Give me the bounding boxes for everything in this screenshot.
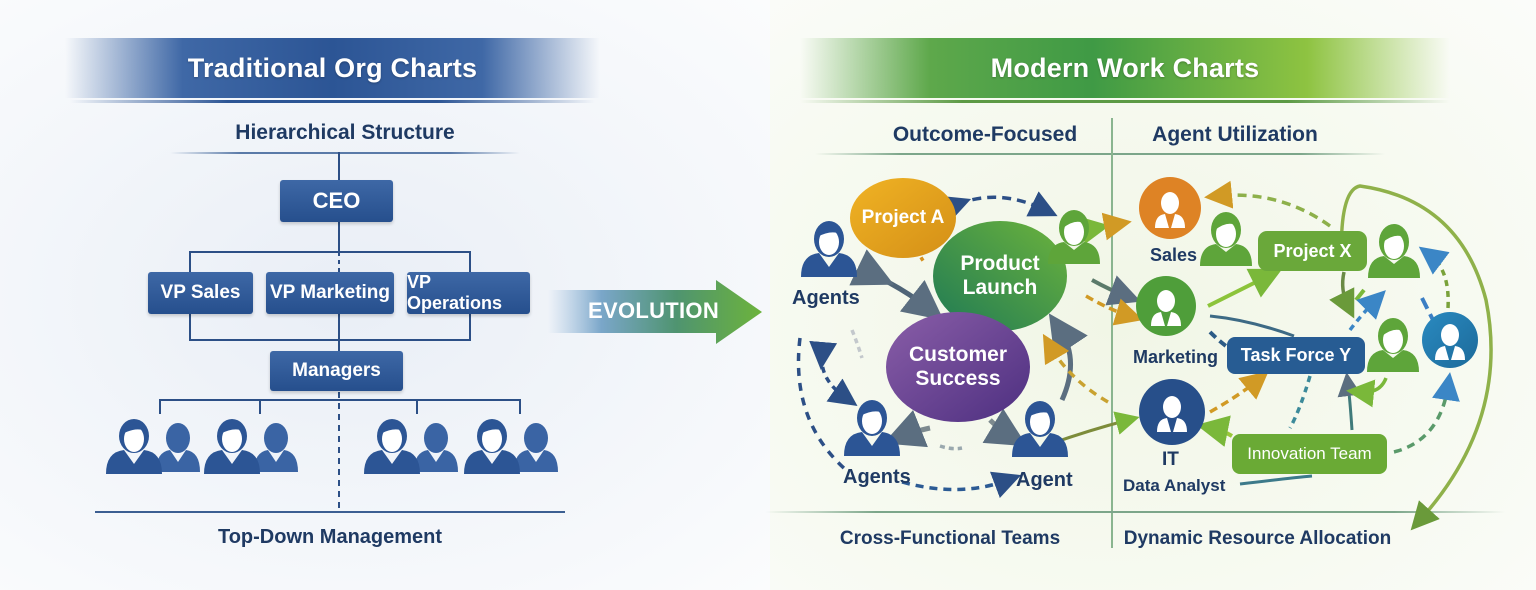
arrow-mid-dash bbox=[939, 444, 963, 451]
modern-bottom-divider bbox=[765, 511, 1505, 513]
arrow-blue-to-green bbox=[1418, 246, 1450, 309]
dash-marketing-taskforce bbox=[1208, 330, 1228, 348]
vp-marketing-node[interactable]: VP Marketing bbox=[266, 272, 394, 314]
task-force-y-box bbox=[1227, 337, 1365, 374]
customer-success-bubble bbox=[886, 312, 1030, 422]
ceo-node[interactable]: CEO bbox=[280, 180, 393, 222]
arrow-big-loop bbox=[1339, 184, 1493, 531]
vp-operations-label: VP Operations bbox=[407, 272, 503, 313]
modern-banner-underline bbox=[800, 100, 1450, 103]
modern-vertical-divider bbox=[1111, 118, 1113, 548]
modern-work-charts-banner: Modern Work Charts bbox=[800, 38, 1450, 98]
product-launch-line2: Launch bbox=[962, 276, 1038, 299]
vp-sales-node[interactable]: VP Sales bbox=[148, 272, 253, 314]
arrow-agents-customer bbox=[849, 249, 944, 321]
hierarchical-divider bbox=[170, 152, 520, 154]
outcome-focused-heading: Outcome-Focused bbox=[892, 123, 1078, 146]
ceo-label: CEO bbox=[312, 188, 361, 213]
marketing-label: Marketing bbox=[1133, 347, 1219, 367]
managers-node[interactable]: Managers bbox=[270, 351, 403, 391]
line-analyst-innovation bbox=[1239, 474, 1313, 486]
vp-marketing-label: VP Marketing bbox=[269, 282, 391, 303]
dash-taskforce-innovation bbox=[1288, 375, 1312, 429]
project-x-label[interactable]: Project X bbox=[1273, 240, 1352, 261]
modern-top-divider bbox=[815, 153, 1385, 155]
innovation-team-label[interactable]: Innovation Team bbox=[1247, 444, 1372, 464]
agent-person-icon bbox=[1012, 401, 1068, 457]
agent-utilization-heading: Agent Utilization bbox=[1152, 123, 1318, 146]
arrow-marketing-projectx bbox=[1207, 268, 1283, 308]
arrow-cs-agents bbox=[883, 410, 931, 448]
arrow-innovation-blue bbox=[1393, 372, 1460, 454]
agent-label: Agent bbox=[1016, 469, 1073, 491]
arrow-innovation-taskforce bbox=[1337, 372, 1362, 431]
evolution-label: EVOLUTION bbox=[588, 298, 720, 323]
arrow-launch-gold bbox=[1085, 294, 1144, 326]
project-x-box bbox=[1258, 231, 1367, 271]
projectx-green-person-icon bbox=[1368, 224, 1420, 278]
customer-success-line2: Success bbox=[915, 367, 1001, 390]
sales-green-person-icon bbox=[1200, 212, 1252, 266]
data-analyst-label: Data Analyst bbox=[1123, 476, 1226, 495]
arrow-agent-sales bbox=[1079, 212, 1132, 245]
sales-label: Sales bbox=[1150, 245, 1198, 265]
connector-vp-bottom bbox=[189, 314, 471, 341]
traditional-banner-underline bbox=[70, 100, 595, 103]
traditional-org-charts-banner: Traditional Org Charts bbox=[65, 38, 600, 98]
connector-vp-row bbox=[189, 251, 471, 272]
vp-sales-label: VP Sales bbox=[160, 282, 241, 303]
it-label: IT bbox=[1162, 449, 1179, 470]
agents-bottom-person-icon bbox=[844, 400, 900, 456]
managers-label: Managers bbox=[292, 360, 381, 381]
taskforce-green-person-icon bbox=[1367, 318, 1419, 372]
agents-top-label: Agents bbox=[792, 287, 860, 309]
agents-bottom-label: Agents bbox=[843, 466, 911, 488]
arrow-left-loop bbox=[796, 337, 848, 472]
connector-teams bbox=[159, 399, 521, 414]
traditional-banner-title: Traditional Org Charts bbox=[187, 52, 478, 83]
vp-operations-node[interactable]: VP Operations bbox=[407, 272, 530, 314]
top-down-management-label: Top-Down Management bbox=[217, 526, 443, 548]
arrow-agents-agents bbox=[809, 340, 858, 406]
project-a-bubble bbox=[850, 178, 956, 258]
hierarchical-structure-heading: Hierarchical Structure bbox=[235, 121, 455, 144]
innovation-team-box bbox=[1232, 434, 1387, 474]
arrow-agents-agent bbox=[901, 471, 1022, 499]
arrow-cs-agent bbox=[982, 408, 1028, 447]
product-launch-line1: Product bbox=[960, 251, 1040, 275]
arrow-it-taskforce bbox=[1209, 371, 1269, 414]
task-force-y-label[interactable]: Task Force Y bbox=[1240, 345, 1352, 366]
customer-success-label[interactable]: Customer Success bbox=[886, 337, 1030, 397]
cross-functional-teams-label: Cross-Functional Teams bbox=[839, 528, 1061, 549]
agents-top-person-icon bbox=[801, 221, 857, 277]
arrow-projecta-agent bbox=[939, 191, 1058, 223]
arrow-gold-up bbox=[1042, 333, 1109, 404]
arrow-blue-up bbox=[1348, 290, 1386, 332]
dynamic-resource-allocation-label: Dynamic Resource Allocation bbox=[1123, 528, 1392, 549]
arrow-launch-marketing bbox=[1091, 275, 1141, 306]
customer-success-line1: Customer bbox=[908, 342, 1008, 366]
arrow-innovation-it bbox=[1196, 415, 1234, 447]
product-launch-bubble bbox=[933, 221, 1067, 331]
product-launch-label[interactable]: Product Launch bbox=[933, 246, 1067, 306]
line-marketing-taskforce bbox=[1209, 314, 1295, 338]
dash-green-up bbox=[1354, 288, 1366, 302]
arrow-faded bbox=[850, 329, 864, 359]
modern-banner-title: Modern Work Charts bbox=[990, 52, 1260, 83]
arrow-projectx-down bbox=[1329, 271, 1355, 319]
project-a-label[interactable]: Project A bbox=[861, 207, 945, 229]
traditional-footer-divider bbox=[95, 511, 565, 513]
arrow-green-person-taskforce bbox=[1346, 377, 1388, 408]
